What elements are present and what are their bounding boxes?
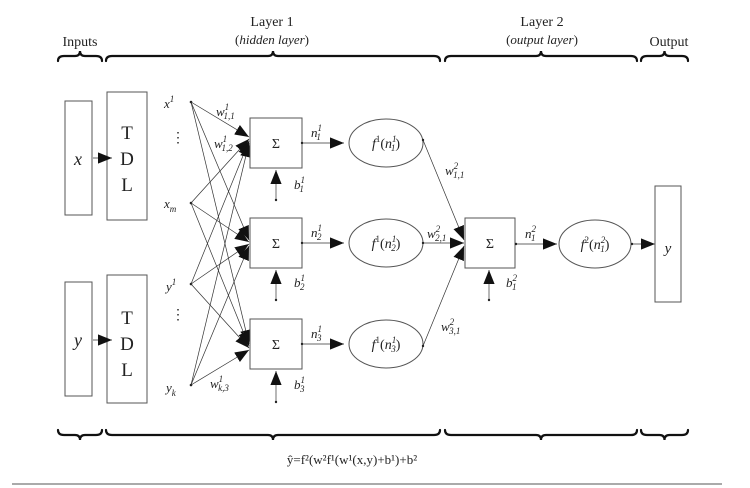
sum-box-1 [249,117,303,169]
tdl-y-t: T [121,308,133,329]
top-braces [56,50,690,63]
l1-conn-4-1 [190,142,252,386]
bottom-braces [56,428,690,441]
layer1-subtitle: (hidden layer) [235,32,309,47]
brace-bottom-layer2 [443,428,639,441]
output-y-label: y [663,241,672,257]
ellipsis-y: ⋮ [171,308,185,323]
tdl-x-l: L [121,175,133,196]
input-y-label: y [72,330,82,350]
output-y-box [654,185,682,303]
inputs-header: Inputs [63,35,98,50]
sum-symbol-2: Σ [272,237,280,252]
activation-3 [348,319,424,369]
tdl-x-t: T [121,123,133,144]
tap-xm: xm [163,196,177,214]
tap-yk: yk [164,380,177,398]
activation-1 [348,118,424,168]
l1-conn-2-2 [190,202,250,243]
l2-conn-1 [422,139,465,241]
output-header: Output [650,35,689,50]
l1-conn-2-3 [190,202,250,347]
brace-bottom-output [639,428,690,441]
output-sum-symbol: Σ [486,237,494,252]
layer2-title: Layer 2 [520,15,563,30]
ellipsis-x: ⋮ [171,131,185,146]
brace-top-inputs [56,50,104,63]
output-sum-box [464,217,516,269]
brace-top-output [639,50,690,63]
input-y-box [64,281,93,397]
brace-top-layer1 [104,50,442,63]
brace-bottom-layer1 [104,428,442,441]
tdl-y-box [106,274,148,404]
l1-conn-1-1 [190,101,250,138]
l1-conn-1-3 [190,101,252,345]
tdl-x-box [106,91,148,221]
brace-bottom-inputs [56,428,104,441]
input-x-label: x [73,149,82,169]
l2-conn-3 [422,245,465,347]
l1-conn-4-3 [190,349,250,386]
tdl-x-d: D [120,149,134,170]
tap-x1: x1 [163,94,174,111]
l1-conn-4-2 [190,245,250,386]
input-x-box [64,100,93,216]
layer1-title: Layer 1 [250,15,293,30]
sum-symbol-3: Σ [272,338,280,353]
tdl-y-l: L [121,360,133,381]
tdl-y-d: D [120,334,134,355]
layer2-subtitle: (output layer) [506,32,578,47]
l1-conn-3-1 [190,140,250,285]
sum-symbol-1: Σ [272,137,280,152]
tap-y1: y1 [164,277,176,294]
network-formula: ŷ=f²(w²f¹(w¹(x,y)+b¹)+b² [287,452,417,467]
layer1-connections [189,100,252,387]
sum-box-2 [249,217,303,269]
layer1-subtitle-text: hidden layer [239,32,305,47]
brace-top-layer2 [443,50,639,63]
layer2-subtitle-text: output layer [510,32,574,47]
